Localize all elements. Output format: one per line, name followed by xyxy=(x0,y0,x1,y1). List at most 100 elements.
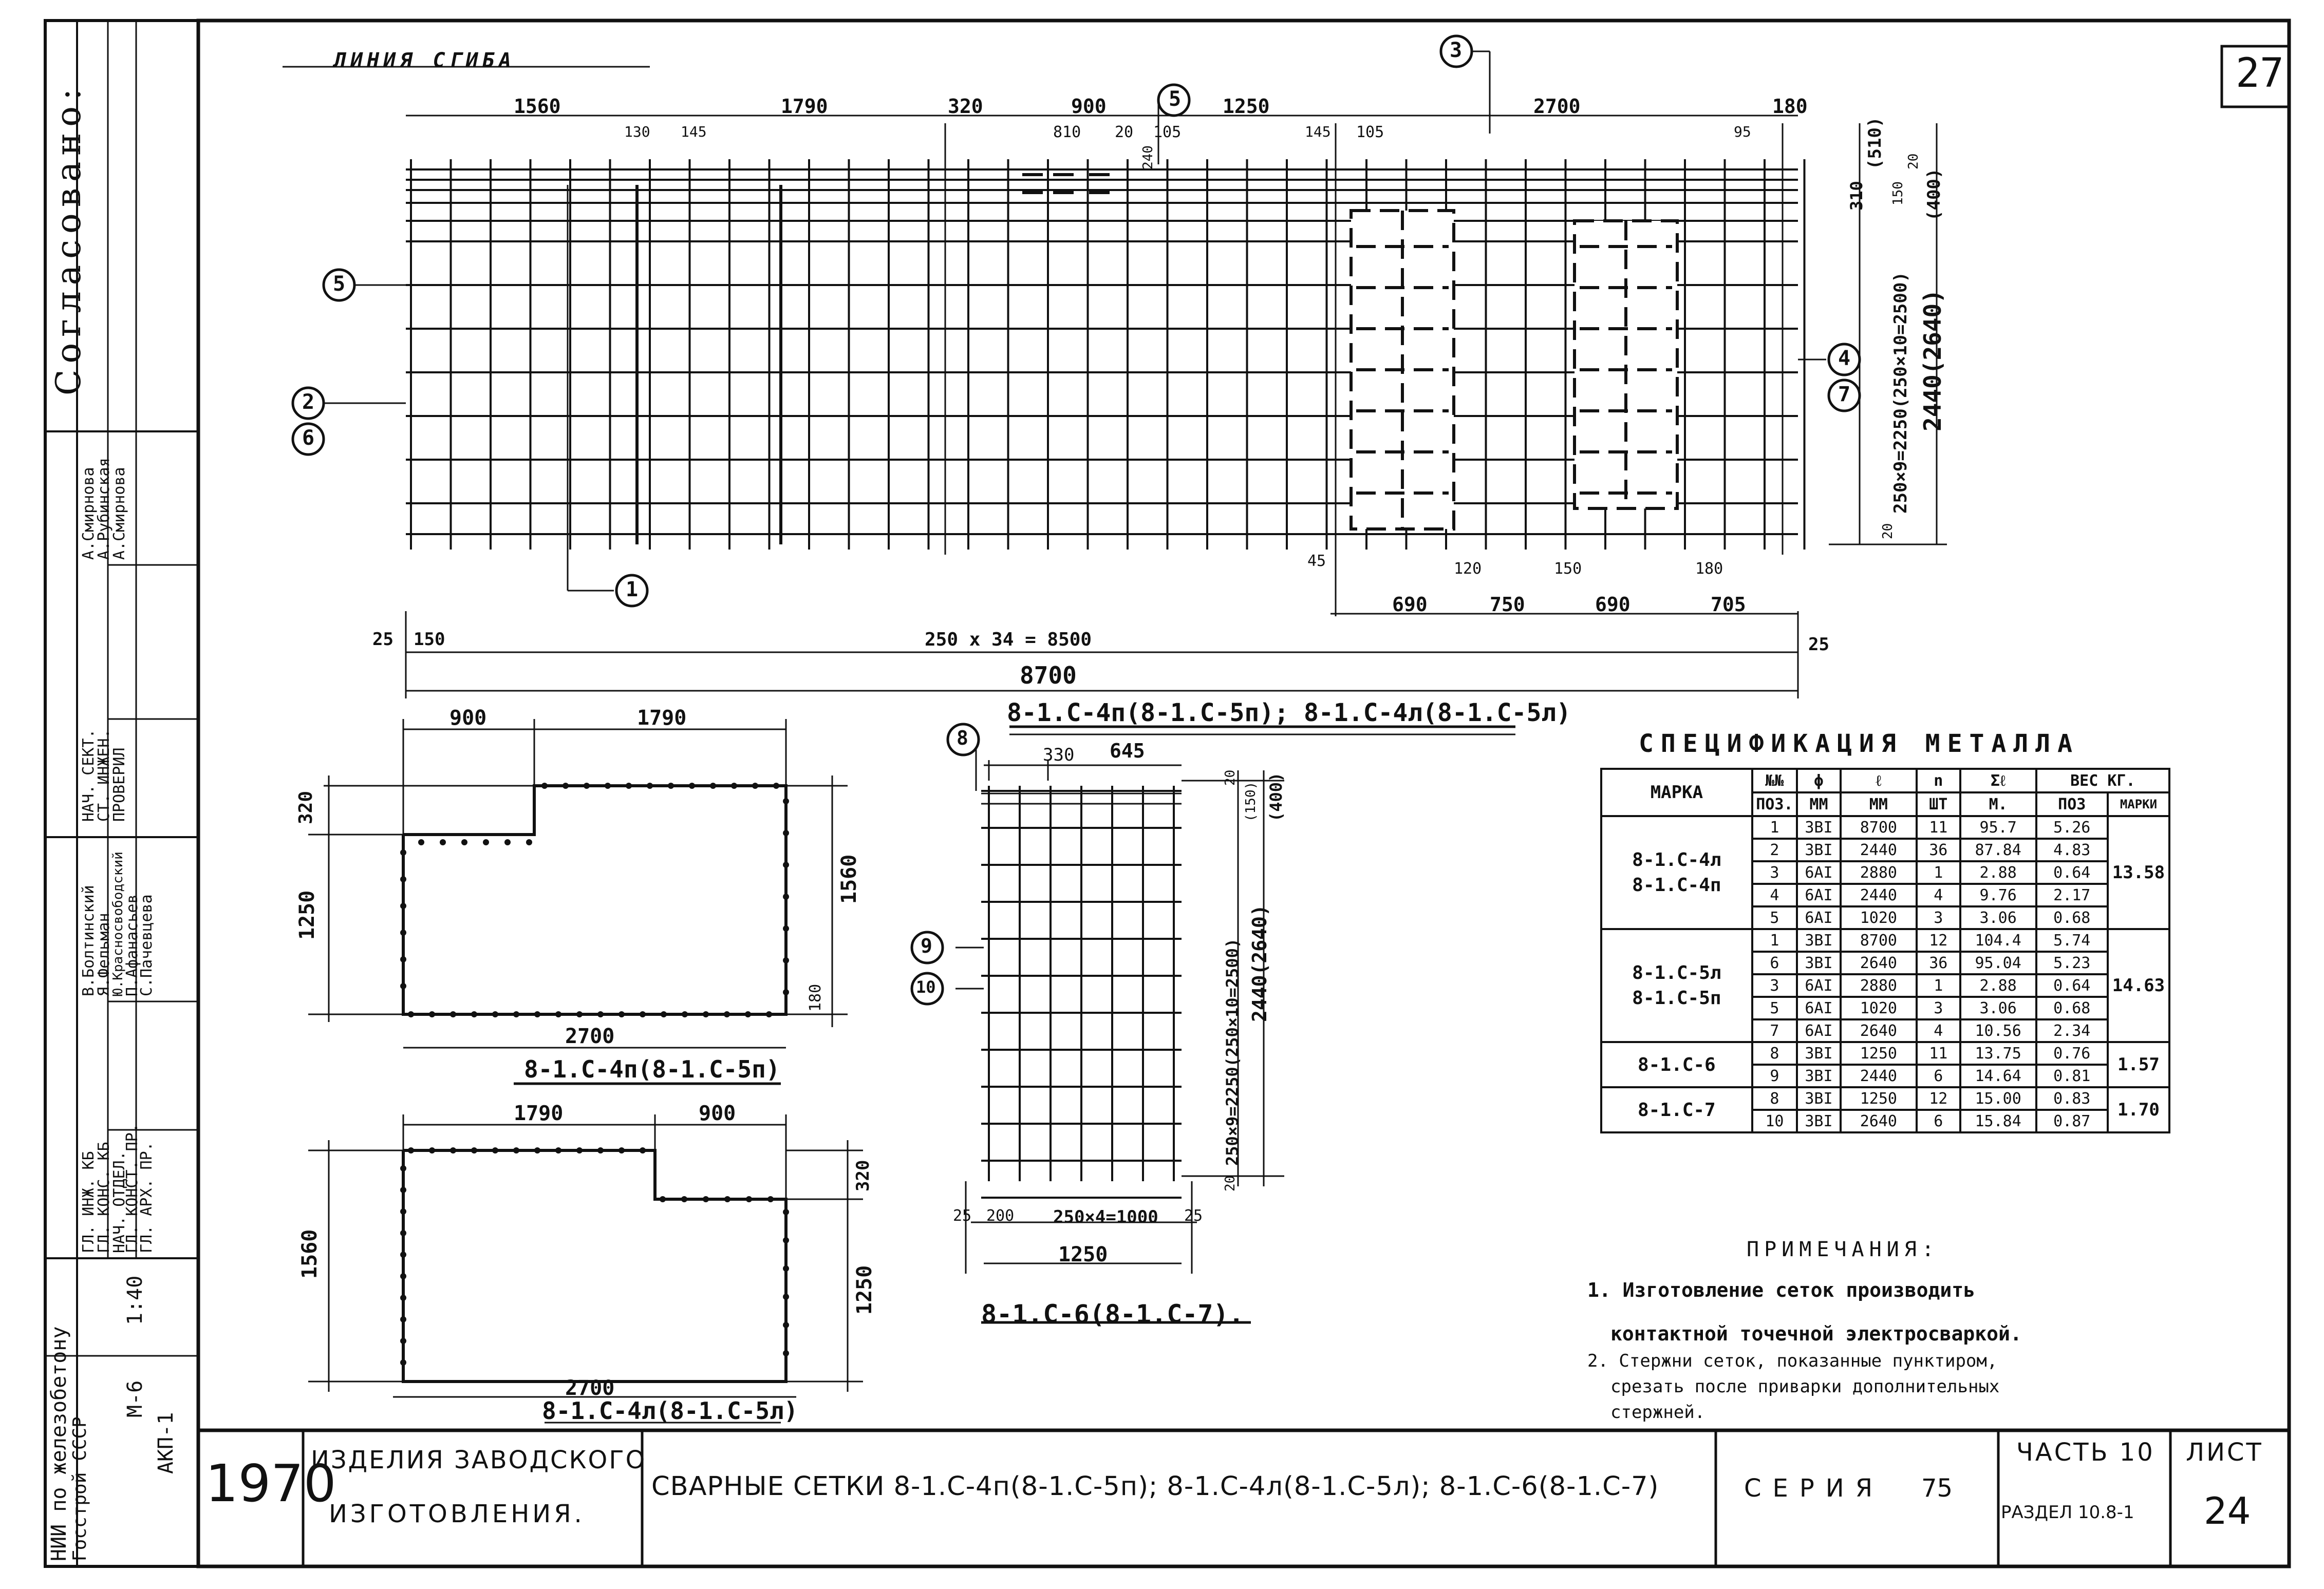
weld-point xyxy=(461,839,467,845)
plan-a-caption: 8-1.С-4п(8-1.С-5п) xyxy=(524,1055,780,1083)
weld-point xyxy=(682,1011,688,1017)
spec-cell-qty: 6 xyxy=(1915,1109,1961,1133)
spec-cell-len: 1250 xyxy=(1839,1086,1918,1111)
weld-point xyxy=(400,983,406,989)
spec-cell-pos: 8 xyxy=(1751,1086,1798,1111)
weld-point xyxy=(783,1209,789,1215)
approved-label: Согласовано: xyxy=(49,82,88,395)
tb-year: 1970 xyxy=(205,1453,336,1514)
spec-cell-qty: 3 xyxy=(1915,996,1961,1020)
dim-right-20b: 20 xyxy=(1880,523,1896,539)
position-circle xyxy=(291,386,325,420)
title-block xyxy=(196,1428,2291,1568)
spec-cell-pos: 1 xyxy=(1751,928,1798,953)
dim-main-900: 900 xyxy=(1071,95,1107,118)
spec-cell-w: 0.68 xyxy=(2035,996,2109,1020)
role-5: ГЛ. АРХ. ПР. xyxy=(138,1142,156,1253)
weld-point xyxy=(400,1230,406,1236)
small-dim-150: (150) xyxy=(1243,781,1259,822)
dim-sub-145: 145 xyxy=(681,123,707,140)
spec-cell-len: 2640 xyxy=(1839,1018,1918,1043)
spec-head-wpos: ПОЗ xyxy=(2035,791,2109,817)
weld-point xyxy=(400,1273,406,1279)
tb-product-2: ИЗГОТОВЛЕНИЯ. xyxy=(329,1500,585,1528)
weld-point xyxy=(471,1147,477,1153)
small-dim-2440: 2440(2640) xyxy=(1248,904,1271,1022)
dim-bot-45: 45 xyxy=(1307,552,1326,570)
spec-cell-w: 0.83 xyxy=(2035,1086,2109,1111)
weld-point xyxy=(767,1196,774,1202)
position-circle xyxy=(910,972,944,1006)
spec-cell-len: 1020 xyxy=(1839,996,1918,1020)
weld-point xyxy=(400,1252,406,1258)
spec-cell-qty: 4 xyxy=(1915,883,1961,907)
dim-base-8700: 8700 xyxy=(1020,661,1077,689)
weld-point xyxy=(783,957,789,963)
spec-cell-w: 0.68 xyxy=(2035,905,2109,930)
weld-point xyxy=(450,1147,456,1153)
weld-point xyxy=(504,839,511,845)
spec-cell-qty: 12 xyxy=(1915,928,1961,953)
spec-cell-tot: 3.06 xyxy=(1959,996,2037,1020)
small-grid-caption: 8-1.С-6(8-1.С-7). xyxy=(981,1299,1244,1329)
spec-cell-w: 5.23 xyxy=(2035,951,2109,975)
spec-cell-dia: 3ВI xyxy=(1796,1041,1842,1066)
spec-cell-dia: 3ВI xyxy=(1796,1109,1842,1133)
spec-cell-dia: 6АI xyxy=(1796,905,1842,930)
small-pos-10: 10 xyxy=(916,977,936,997)
spec-head-tot-top: Σℓ xyxy=(1959,768,2037,793)
plan-b-dim-900: 900 xyxy=(699,1102,736,1125)
spec-cell-dia: 6АI xyxy=(1796,860,1842,885)
weld-point xyxy=(783,989,789,995)
position-circle xyxy=(1827,343,1861,376)
spec-cell-w: 0.81 xyxy=(2035,1064,2109,1088)
spec-cell-tot: 9.76 xyxy=(1959,883,2037,907)
spec-cell-len: 8700 xyxy=(1839,928,1918,953)
weld-point xyxy=(584,783,590,789)
spec-cell-qty: 36 xyxy=(1915,838,1961,862)
weld-point xyxy=(783,862,789,868)
small-mesh-grid xyxy=(981,760,1182,1199)
weld-point xyxy=(400,956,406,962)
spec-cell-pos: 5 xyxy=(1751,996,1798,1020)
plan-a-dim-1250: 1250 xyxy=(295,890,319,940)
small-dim-25b: 25 xyxy=(1184,1207,1203,1225)
spec-head-len-top: ℓ xyxy=(1839,768,1918,793)
spec-cell-len: 2640 xyxy=(1839,951,1918,975)
plan-b-dim-1560: 1560 xyxy=(298,1229,322,1279)
weld-point xyxy=(773,783,779,789)
spec-head-dia-bot: ММ xyxy=(1796,791,1842,817)
side-sheet-code: М-6 xyxy=(123,1380,147,1417)
tb-part: ЧАСТЬ 10 xyxy=(2016,1438,2155,1467)
small-dim-400: (400) xyxy=(1266,772,1286,822)
dim-sub-20: 20 xyxy=(1115,123,1134,141)
weld-point xyxy=(661,1011,667,1017)
weld-point xyxy=(534,1147,540,1153)
pos-label-5-left: 5 xyxy=(333,272,346,296)
plan-b-caption: 8-1.С-4л(8-1.С-5л) xyxy=(542,1397,798,1425)
weld-point xyxy=(400,1359,406,1366)
weld-point xyxy=(513,1011,519,1017)
spec-title: СПЕЦИФИКАЦИЯ МЕТАЛЛА xyxy=(1639,729,2079,758)
dim-bot-750: 750 xyxy=(1490,593,1525,616)
dim-bot-690b: 690 xyxy=(1595,593,1630,616)
spec-cell-len: 2440 xyxy=(1839,1064,1918,1088)
spec-table: МАРКА №№ ϕ ℓ n Σℓ ВЕС КГ. ПОЗ. ММ ММ ШТ … xyxy=(1600,768,2171,1133)
spec-cell-pos: 8 xyxy=(1751,1041,1798,1066)
spec-cell-w: 5.26 xyxy=(2035,815,2109,840)
weld-point xyxy=(541,783,548,789)
position-circle xyxy=(946,723,980,756)
weld-point xyxy=(534,1011,540,1017)
spec-cell-dia: 3ВI xyxy=(1796,1064,1842,1088)
weld-point xyxy=(429,1147,435,1153)
pos-label-3: 3 xyxy=(1450,39,1463,62)
dim-bot-150: 150 xyxy=(1554,560,1582,578)
spec-cell-w: 0.76 xyxy=(2035,1041,2109,1066)
pos-label-1: 1 xyxy=(626,578,639,601)
spec-cell-pos: 5 xyxy=(1751,905,1798,930)
